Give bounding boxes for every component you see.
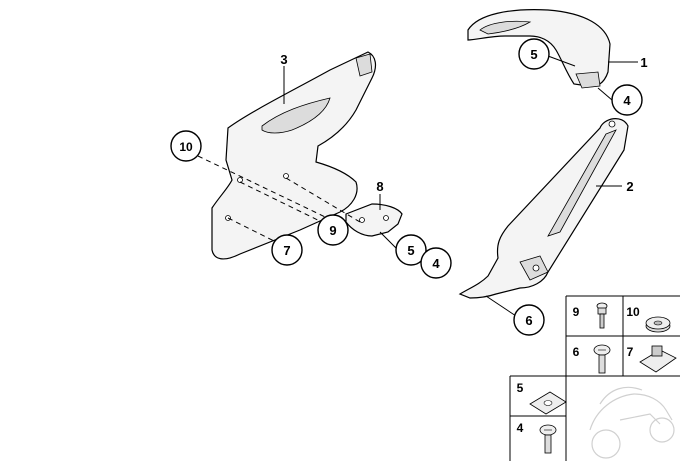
callout-4-mid[interactable]: 4 <box>420 247 452 279</box>
parts-table: 9 10 6 7 5 4 <box>509 295 680 461</box>
callout-10[interactable]: 10 <box>170 130 202 162</box>
callout-label: 4 <box>623 93 631 108</box>
callout-2[interactable]: 2 <box>626 179 633 194</box>
leader-lines <box>197 55 638 317</box>
part-2-bracket <box>458 118 629 299</box>
callout-label: 5 <box>407 243 414 258</box>
callout-1[interactable]: 1 <box>640 55 647 70</box>
table-cell-label-9: 9 <box>573 305 580 319</box>
part-8-small-bracket <box>345 203 403 237</box>
motorcycle-silhouette-icon <box>589 386 675 459</box>
table-cell-label-7: 7 <box>627 345 634 359</box>
table-cell-label-10: 10 <box>626 305 640 319</box>
table-cell-label-6: 6 <box>573 345 580 359</box>
callout-7[interactable]: 7 <box>271 234 303 266</box>
callout-label: 1 <box>640 55 647 70</box>
screw-icon <box>539 424 557 454</box>
callout-8[interactable]: 8 <box>376 179 383 194</box>
callout-3[interactable]: 3 <box>280 52 287 67</box>
callout-9[interactable]: 9 <box>317 214 349 246</box>
callout-label: 8 <box>376 179 383 194</box>
callout-label: 10 <box>179 140 193 154</box>
table-cell-label-4: 4 <box>517 421 524 435</box>
screw-icon <box>593 344 611 374</box>
callout-6[interactable]: 6 <box>513 304 545 336</box>
spring-clip-icon <box>529 391 567 415</box>
callout-label: 7 <box>283 243 290 258</box>
callout-label: 4 <box>432 256 440 271</box>
callout-4-top[interactable]: 4 <box>611 84 643 116</box>
part-1-cover <box>467 9 611 89</box>
washer-icon <box>645 316 671 333</box>
clip-nut-icon <box>639 345 677 373</box>
callout-5-top[interactable]: 5 <box>518 38 550 70</box>
rivet-icon <box>596 302 608 329</box>
callout-label: 2 <box>626 179 633 194</box>
callout-label: 6 <box>525 313 532 328</box>
callout-5-mid[interactable]: 5 <box>395 234 427 266</box>
callout-label: 3 <box>280 52 287 67</box>
callout-label: 9 <box>329 223 336 238</box>
callout-label: 5 <box>530 47 537 62</box>
table-cell-label-5: 5 <box>517 381 524 395</box>
